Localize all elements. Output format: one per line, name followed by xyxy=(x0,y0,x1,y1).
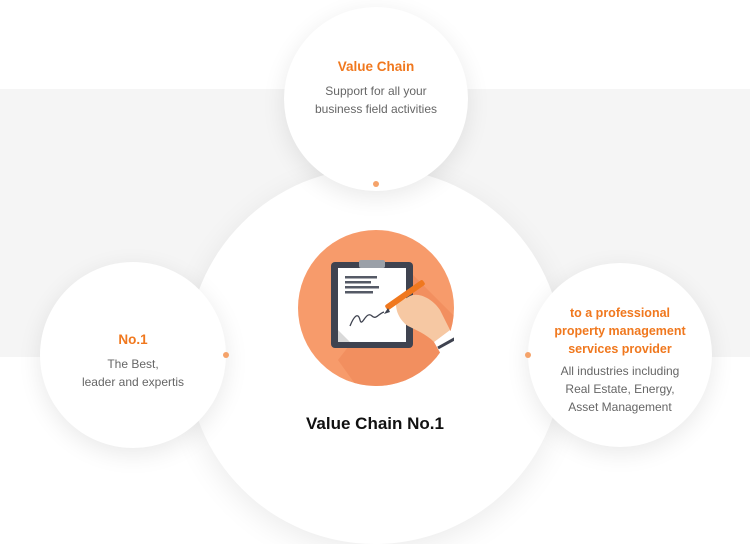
right-title-line: property management xyxy=(554,324,686,338)
connector-dot-top xyxy=(373,181,379,187)
top-desc: Support for all your business field acti… xyxy=(284,82,468,118)
center-title: Value Chain No.1 xyxy=(306,414,444,433)
right-desc-line: Asset Management xyxy=(568,400,672,414)
left-desc: The Best, leader and expertis xyxy=(40,355,226,391)
right-title: to a professional property management se… xyxy=(528,304,712,358)
top-desc-line: Support for all your xyxy=(325,84,427,98)
right-desc-line: Real Estate, Energy, xyxy=(565,382,675,396)
right-circle xyxy=(528,263,712,447)
top-title: Value Chain xyxy=(337,59,415,74)
top-circle xyxy=(284,7,468,191)
right-desc-line: All industries including xyxy=(560,364,680,378)
left-title: No.1 xyxy=(118,332,148,347)
right-title-line: to a professional xyxy=(569,306,671,320)
right-desc: All industries including Real Estate, En… xyxy=(528,362,712,416)
connector-dot-left xyxy=(223,352,229,358)
top-desc-line: business field activities xyxy=(314,102,438,116)
left-desc-line: The Best, xyxy=(107,357,159,371)
left-circle xyxy=(40,262,226,448)
right-title-line: services provider xyxy=(568,342,672,356)
connector-dot-right xyxy=(525,352,531,358)
left-desc-line: leader and expertis xyxy=(81,375,185,389)
clipboard-signing-icon xyxy=(298,230,458,386)
